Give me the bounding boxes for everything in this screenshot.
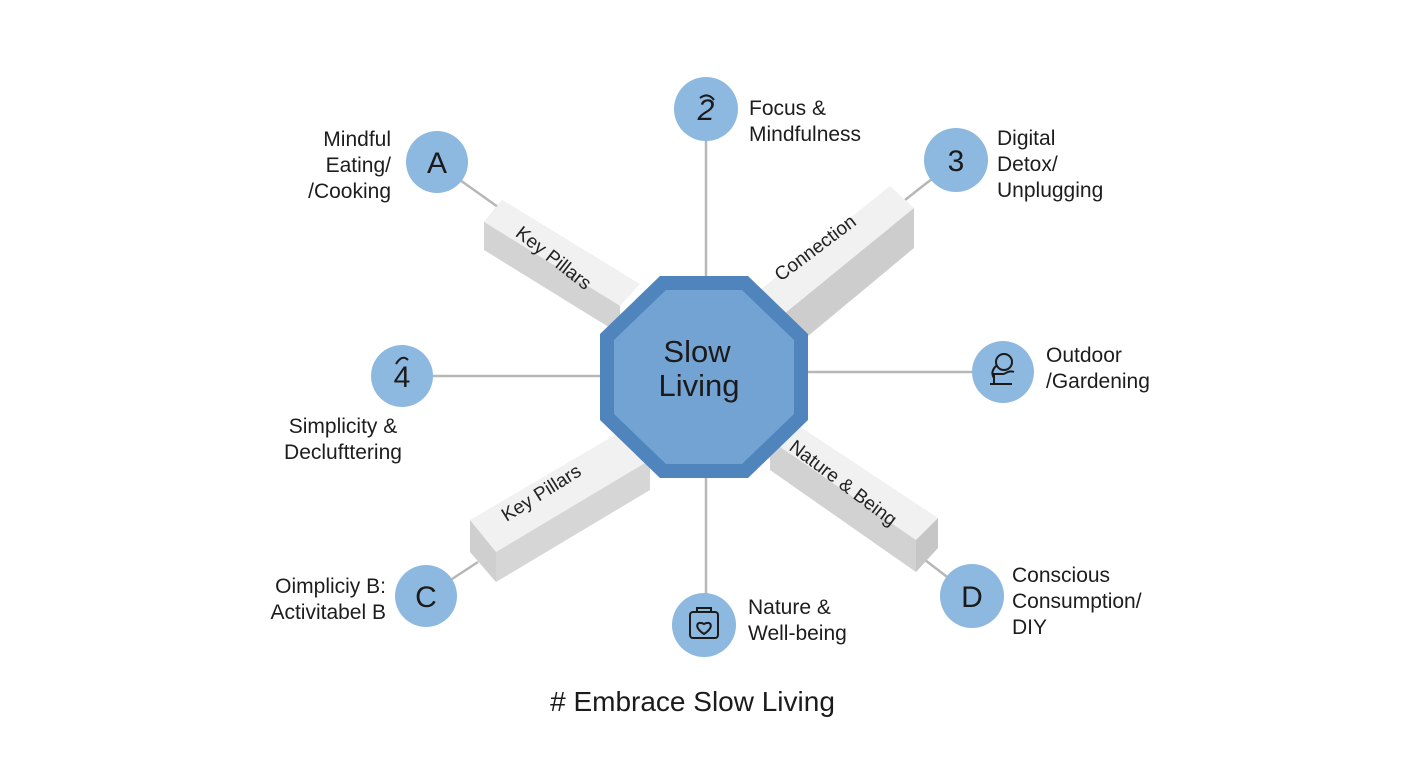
- node-4-label: Simplicity &Declufttering: [284, 415, 402, 464]
- node-c: [395, 565, 457, 627]
- node-d: [940, 564, 1004, 628]
- node-outdoor: [972, 341, 1034, 403]
- center-octagon: Slow Living: [600, 276, 808, 478]
- node-nature-label: Nature &Well-being: [748, 596, 847, 645]
- diagram-footer-title: # Embrace Slow Living: [550, 686, 835, 717]
- node-4-marker: 4: [394, 361, 411, 394]
- node-a: [406, 131, 468, 193]
- node-c-marker: C: [415, 581, 437, 614]
- node-2-marker: 2: [697, 94, 715, 127]
- beam-bottom-right: [770, 420, 938, 572]
- node-d-marker: D: [961, 581, 983, 614]
- center-title-line1: Slow: [663, 334, 731, 369]
- seedling-icon: [990, 353, 1015, 385]
- beam-top-left: [484, 200, 640, 334]
- node-a-marker: A: [427, 147, 447, 180]
- node-c-label: Oimpliciy B:Activitabel B: [270, 575, 386, 624]
- node-4: [371, 345, 433, 407]
- node-2: [674, 77, 738, 141]
- heart-hands-icon: [689, 607, 719, 639]
- node-outdoor-label: Outdoor/Gardening: [1046, 344, 1150, 393]
- center-title-line2: Living: [659, 368, 740, 403]
- beam-bottom-left: [470, 432, 650, 582]
- node-4-leaf-icon: [395, 356, 409, 365]
- node-3: [924, 128, 988, 192]
- node-3-marker: 3: [948, 145, 965, 178]
- node-2-label: Focus &Mindfulness: [749, 97, 862, 146]
- node-2-swirl-icon: [699, 94, 715, 101]
